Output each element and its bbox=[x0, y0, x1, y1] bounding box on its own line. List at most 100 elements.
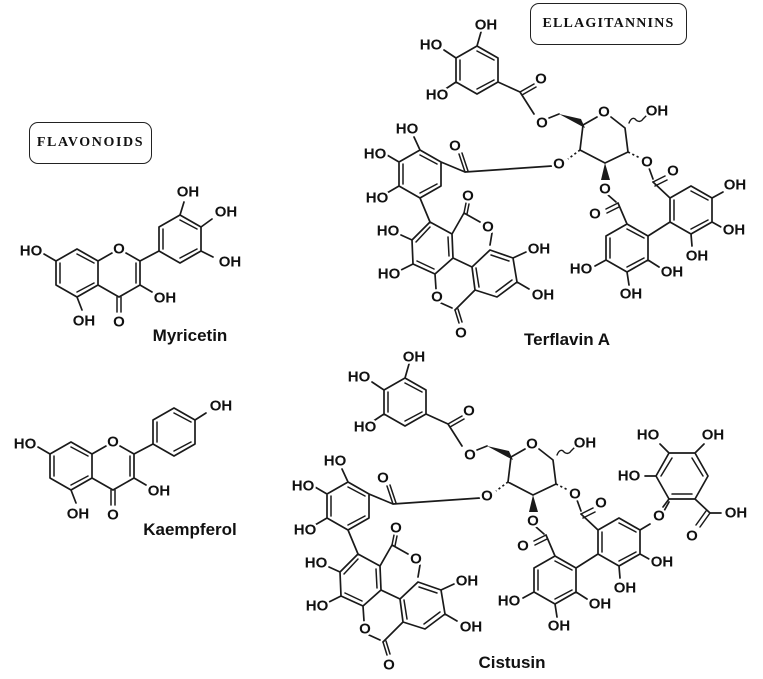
atom-label: O bbox=[535, 71, 547, 88]
atom-label: HO bbox=[324, 453, 347, 470]
atom-label: OH bbox=[686, 248, 709, 265]
atom-label: OH bbox=[532, 287, 555, 304]
atom-label: O bbox=[553, 156, 565, 173]
atom-label: HO bbox=[14, 436, 37, 453]
atom-label: HO bbox=[498, 593, 521, 610]
kaempferol-skeleton bbox=[37, 407, 196, 506]
atom-label: OH bbox=[723, 222, 746, 239]
atom-label: HO bbox=[426, 87, 449, 104]
atom-label: O bbox=[641, 154, 653, 171]
atom-label: O bbox=[686, 528, 698, 545]
atom-label: O bbox=[589, 206, 601, 223]
atom-label: HO bbox=[396, 121, 419, 138]
atom-label: O bbox=[107, 434, 119, 451]
atom-label: O bbox=[449, 138, 461, 155]
atom-label: O bbox=[359, 621, 371, 638]
atom-label: O bbox=[390, 520, 402, 537]
flavonoids-class-label: FLAVONOIDS bbox=[36, 135, 145, 150]
atom-label: O bbox=[653, 508, 665, 525]
atom-label: HO bbox=[364, 146, 387, 163]
atom-label: OH bbox=[528, 241, 551, 258]
atom-label: O bbox=[599, 181, 611, 198]
atom-label: OH bbox=[456, 573, 479, 590]
kaempferol-name: Kaempferol bbox=[143, 520, 237, 539]
atom-label: O bbox=[431, 289, 443, 306]
flavonoids-class-box: FLAVONOIDS bbox=[29, 122, 152, 164]
myricetin-name: Myricetin bbox=[153, 326, 228, 345]
atom-label: O bbox=[526, 436, 538, 453]
atom-label: O bbox=[667, 163, 679, 180]
atom-label: OH bbox=[620, 286, 643, 303]
atom-label: O bbox=[464, 447, 476, 464]
atom-label: O bbox=[113, 241, 125, 258]
atom-label: OH bbox=[702, 427, 725, 444]
atom-label: OH bbox=[661, 264, 684, 281]
atom-label: OH bbox=[724, 177, 747, 194]
atom-label: OH bbox=[475, 17, 498, 34]
ellagitannins-class-box: ELLAGITANNINS bbox=[530, 3, 687, 45]
atom-label: O bbox=[462, 188, 474, 205]
ellagitannins-class-label: ELLAGITANNINS bbox=[542, 16, 675, 31]
atom-label: OH bbox=[725, 505, 748, 522]
atom-label: HO bbox=[570, 261, 593, 278]
atom-label: OH bbox=[614, 580, 637, 597]
atom-label: HO bbox=[420, 37, 443, 54]
atom-label: OH bbox=[646, 103, 669, 120]
atom-label: O bbox=[463, 403, 475, 420]
terflavin-name: Terflavin A bbox=[524, 330, 610, 349]
kaempferol-atom-labels: HO O OH OH OH O bbox=[12, 395, 235, 526]
atom-label: OH bbox=[210, 398, 233, 415]
atom-label: O bbox=[517, 538, 529, 555]
atom-label: O bbox=[113, 314, 125, 331]
atom-label: O bbox=[527, 513, 539, 530]
atom-label: HO bbox=[20, 243, 43, 260]
atom-label: OH bbox=[548, 618, 571, 635]
atom-label: HO bbox=[378, 266, 401, 283]
atom-label: O bbox=[455, 325, 467, 342]
atom-label: OH bbox=[460, 619, 483, 636]
myricetin-atom-labels: HO O OH OH OH OH OH O bbox=[18, 181, 244, 333]
myricetin-bonds bbox=[179, 201, 214, 258]
atom-label: O bbox=[481, 488, 493, 505]
atom-label: O bbox=[536, 115, 548, 132]
atom-label: OH bbox=[651, 554, 674, 571]
atom-label: HO bbox=[618, 468, 641, 485]
atom-label: OH bbox=[215, 204, 238, 221]
atom-label: OH bbox=[219, 254, 242, 271]
atom-label: O bbox=[598, 104, 610, 121]
atom-label: HO bbox=[348, 369, 371, 386]
atom-label: OH bbox=[154, 290, 177, 307]
atom-label: OH bbox=[589, 596, 612, 613]
atom-label: O bbox=[107, 507, 119, 524]
kaempferol-bonds bbox=[194, 412, 207, 421]
molecule-kaempferol: HO O OH OH OH O Kaempferol bbox=[12, 395, 237, 539]
atom-label: O bbox=[410, 551, 422, 568]
terflavin-bonds bbox=[711, 191, 724, 199]
atom-label: OH bbox=[73, 313, 96, 330]
atom-label: O bbox=[569, 486, 581, 503]
atom-label: OH bbox=[574, 435, 597, 452]
atom-label: OH bbox=[67, 506, 90, 523]
cistusin-name: Cistusin bbox=[478, 653, 545, 672]
atom-label: O bbox=[595, 495, 607, 512]
atom-label: OH bbox=[177, 184, 200, 201]
atom-label: HO bbox=[305, 555, 328, 572]
atom-label: HO bbox=[306, 598, 329, 615]
atom-label: O bbox=[482, 219, 494, 236]
atom-label: HO bbox=[292, 478, 315, 495]
atom-label: O bbox=[377, 470, 389, 487]
atom-label: OH bbox=[403, 349, 426, 366]
atom-label: O bbox=[383, 657, 395, 674]
cistusin-double-bonds bbox=[660, 457, 711, 528]
atom-label: OH bbox=[148, 483, 171, 500]
atom-label: HO bbox=[294, 522, 317, 539]
terflavin-extra-atom-labels: OH bbox=[722, 174, 749, 196]
atom-label: HO bbox=[366, 190, 389, 207]
myricetin-skeleton bbox=[43, 214, 202, 313]
